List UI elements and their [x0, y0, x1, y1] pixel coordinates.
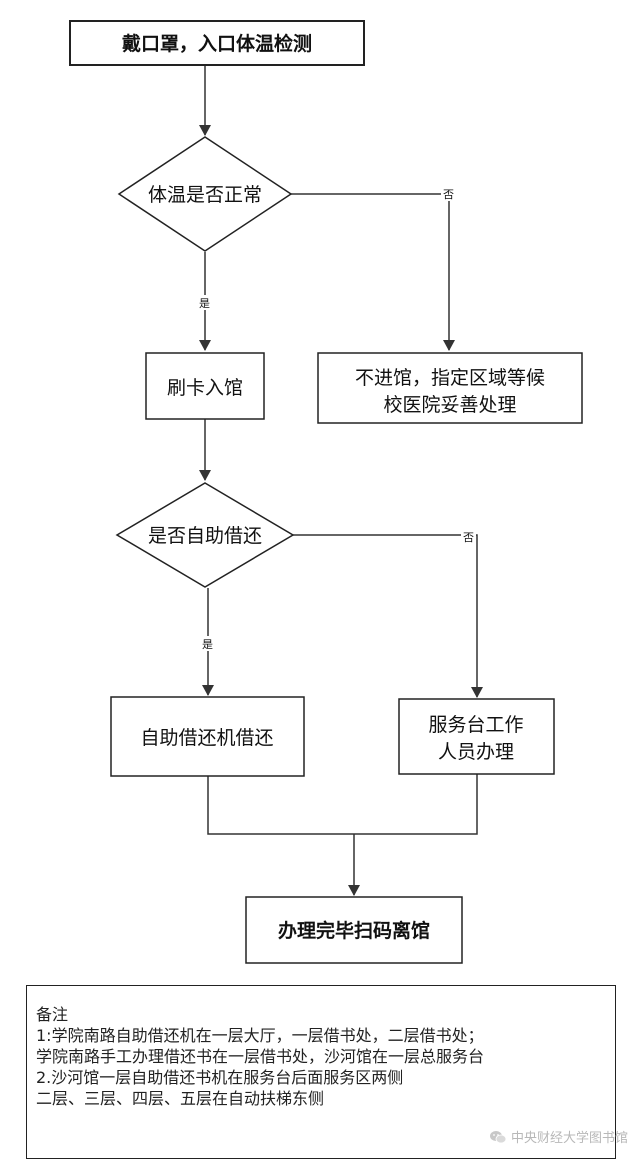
watermark-text: 中央财经大学图书馆	[510, 1131, 628, 1146]
node-self-machine-label: 自助借还机借还	[140, 727, 273, 749]
node-no-entry: 不进馆，指定区域等候 校医院妥善处理	[317, 352, 583, 424]
node-self-machine: 自助借还机借还	[110, 696, 305, 777]
node-self-service-check: 是否自助借还	[115, 482, 295, 588]
watermark: 中央财经大学图书馆	[489, 1127, 628, 1146]
node-service-desk-line1: 服务台工作	[428, 714, 523, 736]
wechat-icon	[489, 1130, 507, 1143]
node-start: 戴口罩，入口体温检测	[69, 20, 365, 66]
node-self-service-check-label: 是否自助借还	[148, 525, 262, 547]
notes-line-2: 学院南路手工办理借还书在一层借书处，沙河馆在一层总服务台	[36, 1047, 485, 1066]
node-no-entry-line2: 校医院妥善处理	[383, 394, 516, 416]
edge-label-temp-yes: 是	[199, 297, 210, 310]
node-swipe-card: 刷卡入馆	[145, 352, 265, 420]
edge-label-temp-no: 否	[443, 188, 454, 201]
node-swipe-card-label: 刷卡入馆	[167, 377, 243, 399]
node-temp-check-label: 体温是否正常	[148, 184, 262, 206]
node-finish: 办理完毕扫码离馆	[245, 896, 463, 964]
edge-temp-no	[291, 193, 455, 351]
edge-label-self-yes: 是	[202, 638, 213, 651]
node-start-label: 戴口罩，入口体温检测	[122, 32, 312, 55]
flowchart: 否 是 否 是 戴口罩，入口体温检测 体温是否正常 刷卡入馆 不进馆，指定区域等…	[69, 20, 583, 964]
node-service-desk-line2: 人员办理	[438, 741, 514, 763]
node-finish-label: 办理完毕扫码离馆	[278, 919, 430, 942]
notes-title: 备注	[36, 1005, 69, 1024]
notes-line-1: 1:学院南路自助借还机在一层大厅，一层借书处，二层借书处；	[36, 1026, 484, 1045]
node-service-desk: 服务台工作 人员办理	[398, 698, 555, 775]
notes-box: 备注 1:学院南路自助借还机在一层大厅，一层借书处，二层借书处； 学院南路手工办…	[26, 985, 616, 1159]
node-temp-check: 体温是否正常	[117, 136, 293, 252]
node-no-entry-line1: 不进馆，指定区域等候	[355, 367, 545, 389]
edge-self-no	[293, 534, 483, 698]
notes-line-4: 二层、三层、四层、五层在自动扶梯东侧	[36, 1089, 325, 1108]
edge-label-self-no: 否	[463, 531, 474, 544]
notes-line-3: 2.沙河馆一层自助借还书机在服务台后面服务区两侧	[36, 1068, 404, 1087]
edge-merge	[207, 774, 478, 835]
